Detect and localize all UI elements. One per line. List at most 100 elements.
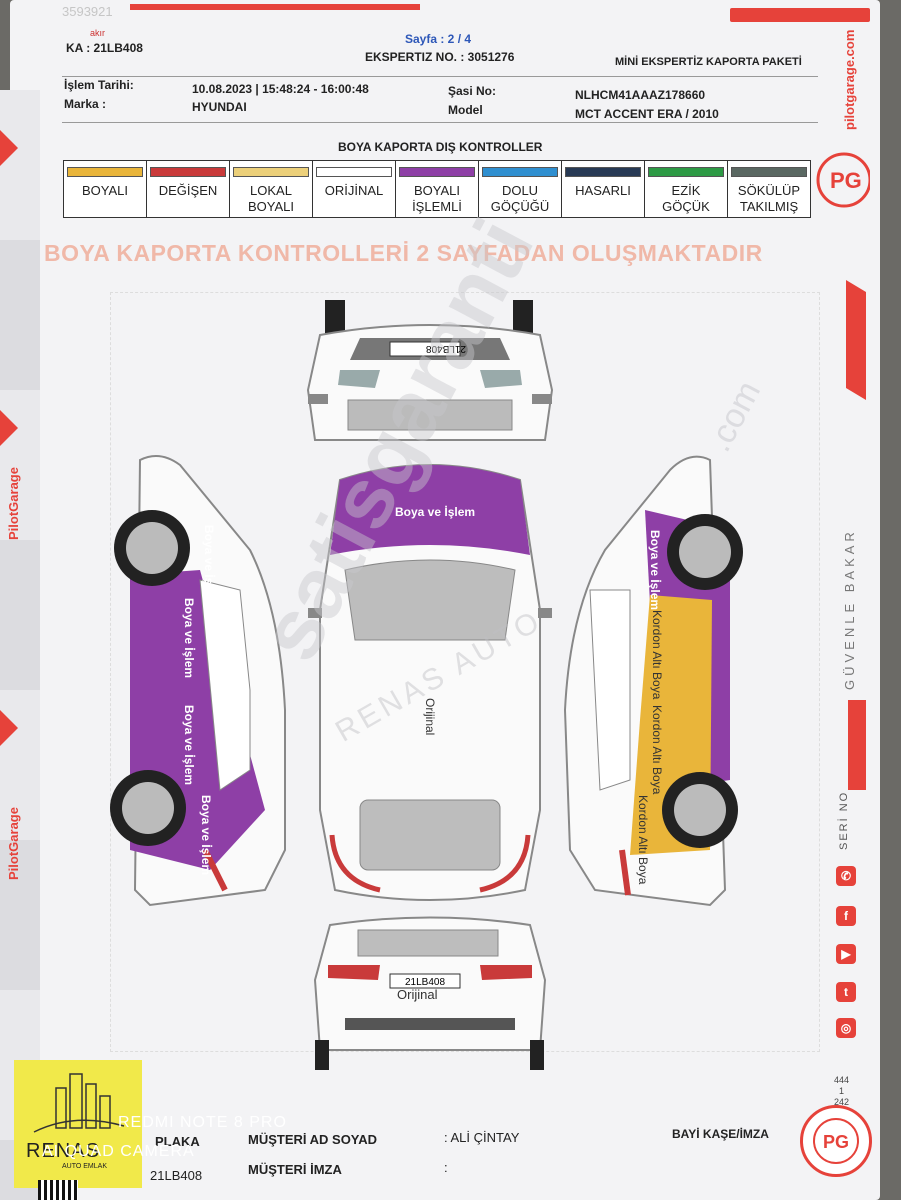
legend-title: BOYA KAPORTA DIŞ KONTROLLER [338, 140, 543, 154]
legend-swatch [316, 167, 392, 177]
left-side-label: Boya ve İşlem [182, 598, 196, 679]
right-red-band [848, 700, 866, 790]
svg-text:PG: PG [830, 168, 862, 193]
whatsapp-icon: ✆ [836, 866, 856, 886]
roof-paint-label: Boya ve İşlem [395, 505, 476, 519]
red-arrow-decoration [0, 130, 18, 166]
footer-plaka-value: 21LB408 [150, 1168, 203, 1183]
qr-code-icon [38, 1180, 78, 1200]
seal-icon: PG [800, 1105, 872, 1177]
footer-signature-label: MÜŞTERİ İMZA [248, 1162, 342, 1177]
seri-number-line: 444 [834, 1075, 850, 1085]
pg-logo-icon: PG [816, 152, 870, 208]
red-arrow-decoration [0, 710, 18, 746]
rear-plate: 21LB408 [405, 977, 445, 988]
left-side-label: Boya ve İşlem [199, 795, 213, 876]
islem-tarihi-value: 10.08.2023 | 15:48:24 - 16:00:48 [192, 82, 369, 96]
seri-number-line: 242 [834, 1097, 850, 1107]
legend-label: DEĞİŞEN [158, 183, 218, 198]
seri-no-label: SERİ NO [838, 790, 850, 850]
red-arrow-decoration [0, 410, 18, 446]
legend-swatch [233, 167, 309, 177]
renas-logo [14, 1060, 142, 1188]
car-right-side-view [563, 455, 743, 907]
legend-item: DEĞİŞEN [147, 161, 230, 217]
model-label: Model [448, 103, 483, 117]
package-name: MİNİ EKSPERTİZ KAPORTA PAKETİ [615, 56, 802, 68]
legend-swatch [565, 167, 641, 177]
islem-tarihi-label: İşlem Tarihi: [64, 78, 134, 92]
facebook-icon: f [836, 906, 856, 926]
car-left-side-view [110, 455, 286, 907]
right-side-label: Kordon Altı Boya [636, 795, 650, 885]
center-original-label: Orijinal [423, 698, 437, 736]
right-side-label: Boya ve İşlem [648, 530, 662, 611]
footer-customer-label: MÜŞTERİ AD SOYAD [248, 1132, 378, 1147]
slogan-text: GÜVENLE BAKAR [842, 528, 857, 690]
car-rear-view [313, 916, 547, 1070]
page-number: Sayfa : 2 / 4 [405, 32, 472, 46]
legend-swatch [482, 167, 558, 177]
top-right-red-bar [730, 8, 870, 22]
car-top-view [308, 464, 552, 901]
plaka-header: KA : 21LB408 [66, 41, 143, 55]
ekspertiz-number: EKSPERTIZ NO. : 3051276 [365, 50, 515, 64]
footer-signature-value: : [444, 1160, 448, 1175]
right-red-band [846, 280, 866, 400]
legend-swatch [399, 167, 475, 177]
svg-text:PG: PG [823, 1132, 849, 1152]
renas-logo-sub: AUTO EMLAK [62, 1163, 107, 1170]
seri-number: 444 1 242 [834, 1075, 849, 1108]
marka-label: Marka : [64, 97, 107, 111]
left-brand-text: PilotGarage [6, 467, 21, 540]
legend-item: HASARLI [562, 161, 645, 217]
legend-swatch [731, 167, 807, 177]
sasi-value: NLHCM41AAAZ178660 [575, 88, 706, 102]
sasi-label: Şasi No: [448, 84, 497, 98]
car-diagram: 21LB408 21LB4 [110, 300, 743, 1070]
plaka-partial: akır [90, 28, 106, 38]
left-side-label: Boya ve İşlem [182, 705, 196, 786]
legend-label: BOYALI [81, 183, 128, 198]
left-brand-strip [0, 90, 40, 1200]
car-diagram-area [110, 292, 820, 1052]
header-divider [62, 76, 818, 77]
footer-plaka-label: PLAKA [155, 1134, 200, 1149]
car-front-view [306, 300, 554, 441]
footer-customer-value: : ALİ ÇİNTAY [444, 1130, 520, 1145]
legend-swatch [67, 167, 143, 177]
renas-logo-name: RENAS [26, 1140, 100, 1162]
rear-original-label: Orijinal [397, 987, 438, 1002]
left-side-label: Boya ve İşlem [202, 525, 216, 606]
right-side-label: Kordon Altı Boya [650, 705, 664, 795]
legend-label: ORİJİNAL [324, 183, 384, 198]
city-skyline-icon [33, 1073, 125, 1133]
legend-item: ORİJİNAL [313, 161, 396, 217]
left-brand-text: PilotGarage [6, 807, 21, 880]
camera-watermark-line2: AI QUAD CAMERA [42, 1143, 195, 1160]
info-banner: BOYA KAPORTA KONTROLLERİ 2 SAYFADAN OLUŞ… [44, 240, 763, 266]
legend-label: HASARLI [575, 183, 631, 198]
twitter-icon: t [836, 982, 856, 1002]
footer-dealer-label: BAYİ KAŞE/İMZA [672, 1127, 769, 1141]
legend-item: BOYALI [64, 161, 147, 217]
instagram-icon: ◎ [836, 1018, 856, 1038]
header-divider [62, 122, 818, 123]
right-brand-url: pilotgarage.com [842, 29, 857, 130]
legend-swatch [648, 167, 724, 177]
top-red-bar [130, 4, 420, 10]
legend-swatch [150, 167, 226, 177]
youtube-icon: ▶ [836, 944, 856, 964]
seri-number-line: 1 [839, 1086, 845, 1096]
